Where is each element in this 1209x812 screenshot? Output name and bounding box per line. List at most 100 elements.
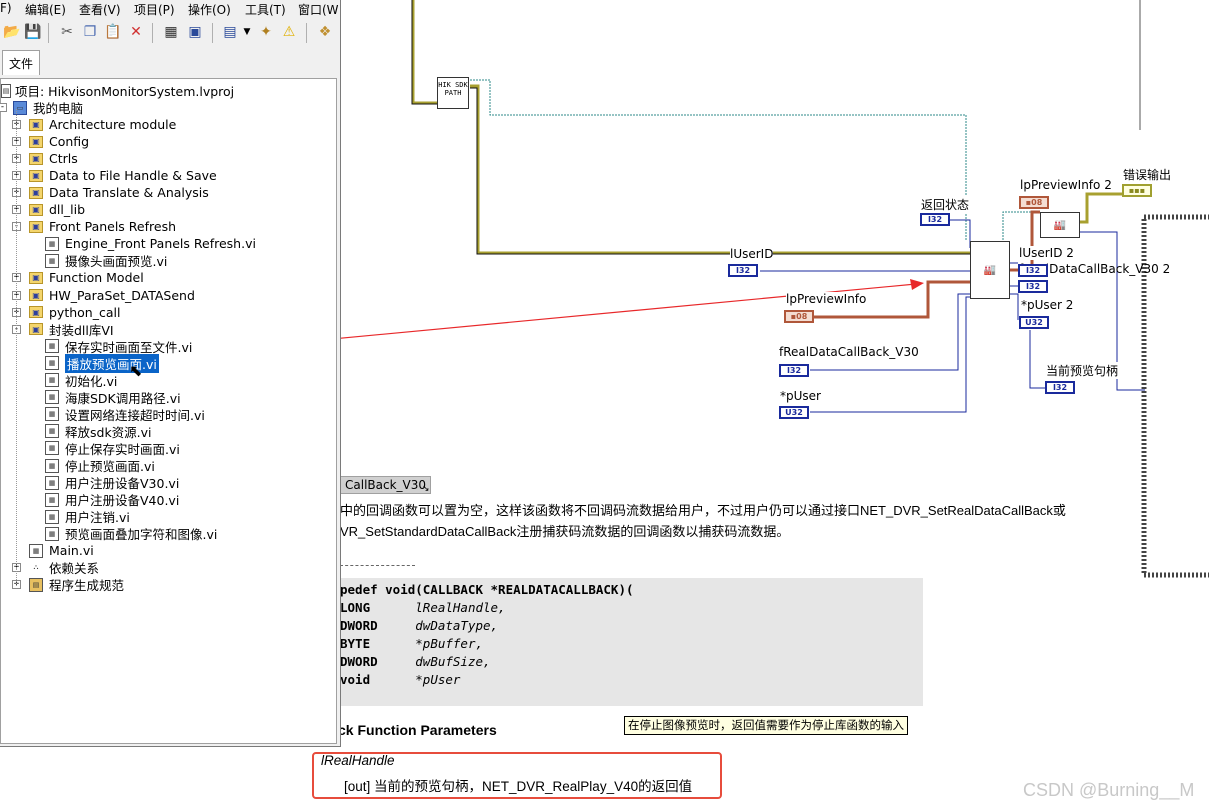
stop-preview-subvi-node[interactable]: 🏭 (1040, 212, 1080, 238)
new-vi-icon[interactable]: ▦ (164, 24, 178, 40)
return-status-indicator[interactable]: I32 (920, 213, 950, 226)
lppreviewinfo-2-indicator[interactable]: ▪08 (1019, 196, 1049, 209)
toolbar-separator (306, 23, 307, 43)
tree-vi-register-v40[interactable]: ▦用户注册设备V40.vi (45, 491, 179, 508)
vi-icon: ▦ (45, 475, 59, 490)
return-status-label: 返回状态 (921, 196, 970, 213)
tree-folder-function-model[interactable]: +▣Function Model (12, 269, 144, 286)
save-vi-icon[interactable]: ▣ (188, 24, 202, 40)
puser-2-indicator[interactable]: U32 (1019, 316, 1049, 329)
dependency-icon[interactable]: ❖ (318, 24, 332, 40)
error-out-indicator[interactable]: ▪▪▪ (1122, 184, 1152, 197)
tree-project-root[interactable]: ▤ 项目: HikvisonMonitorSystem.lvproj (1, 83, 235, 99)
delete-icon[interactable]: ✕ (130, 24, 142, 40)
tree-folder-front-panels[interactable]: -▣Front Panels Refresh (12, 218, 176, 235)
vi-icon: ▦ (45, 339, 59, 354)
tree-folder-data-translate[interactable]: +▣Data Translate & Analysis (12, 184, 209, 201)
tree-folder-dll-vi[interactable]: -▣封装dll库VI (12, 321, 114, 338)
tree-item-label: Architecture module (49, 117, 177, 132)
folder-icon: ▣ (29, 169, 43, 182)
tree-item-label: 用户注销.vi (65, 510, 130, 526)
tree-item-label: python_call (49, 304, 121, 320)
luserid-control[interactable]: I32 (728, 264, 758, 277)
section-divider (340, 565, 415, 566)
subvi-icon: 🏭 (983, 264, 997, 276)
code-line: LONG lRealHandle, (340, 600, 506, 615)
tree-dependencies[interactable]: +⛬依赖关系 (12, 559, 99, 576)
annotation-highlight-box (312, 752, 722, 799)
save-all-icon[interactable]: 💾 (24, 24, 42, 40)
tree-item-label: Function Model (49, 270, 144, 286)
chevron-down-icon[interactable]: ▼ (243, 27, 251, 37)
tree-item-label: Engine_Front Panels Refresh.vi (65, 236, 256, 252)
menu-edit[interactable]: 编辑(E) (25, 3, 66, 17)
resize-icon[interactable]: ↘ (422, 484, 430, 494)
tree-vi-overlay[interactable]: ▦预览画面叠加字符和图像.vi (45, 525, 217, 542)
menu-view[interactable]: 查看(V) (79, 3, 121, 17)
copy-icon[interactable]: ❐ (83, 24, 97, 40)
paste-icon[interactable]: 📋 (104, 24, 122, 40)
menu-project[interactable]: 项目(P) (134, 3, 175, 17)
tree-vi-camera-preview[interactable]: ▦摄像头画面预览.vi (45, 252, 167, 269)
tree-vi-sdk-path[interactable]: ▦海康SDK调用路径.vi (45, 389, 181, 406)
luserid-2-indicator[interactable]: I32 (1018, 264, 1048, 277)
tree-vi-register-v30[interactable]: ▦用户注册设备V30.vi (45, 474, 179, 491)
tree-vi-init[interactable]: ▦初始化.vi (45, 372, 117, 389)
tree-vi-logout[interactable]: ▦用户注销.vi (45, 508, 130, 525)
tree-folder-hw-paraset[interactable]: +▣HW_ParaSet_DATASend (12, 287, 195, 304)
tab-bar: 文件 (0, 48, 340, 75)
lppreviewinfo-control[interactable]: ▪08 (784, 310, 814, 323)
vi-icon: ▦ (45, 390, 59, 405)
vi-icon: ▦ (29, 543, 43, 558)
tree-vi-engine[interactable]: ▦Engine_Front Panels Refresh.vi (45, 235, 256, 252)
tree-build-specs[interactable]: +▤程序生成规范 (12, 576, 125, 594)
menu-window[interactable]: 窗口(W (298, 3, 339, 17)
menu-tools[interactable]: 工具(T) (245, 3, 286, 17)
tree-connector-line (16, 109, 17, 584)
tree-vi-release-sdk[interactable]: ▦释放sdk资源.vi (45, 423, 152, 440)
tree-folder-config[interactable]: +▣Config (12, 133, 89, 150)
param-name: lRealHandle (321, 753, 395, 768)
vi-icon: ▦ (45, 458, 59, 473)
tree-folder-ctrls[interactable]: +▣Ctrls (12, 150, 78, 167)
frealdatacallback-v30-2-indicator[interactable]: I32 (1018, 280, 1048, 293)
tree-item-label: Ctrls (49, 151, 78, 167)
collapse-icon[interactable]: - (0, 102, 7, 112)
tooltip: 在停止图像预览时，返回值需要作为停止库函数的输入 (624, 716, 908, 735)
layout-icon[interactable]: ▤ (223, 24, 237, 40)
menu-operate[interactable]: 操作(O) (188, 3, 231, 17)
tree-folder-data-file[interactable]: +▣Data to File Handle & Save (12, 167, 217, 184)
tree-vi-set-timeout[interactable]: ▦设置网络连接超时时间.vi (45, 406, 205, 423)
wizard-icon[interactable]: ✦ (260, 24, 272, 40)
folder-icon: ▣ (29, 152, 43, 165)
folder-icon: ▣ (29, 289, 43, 301)
tree-vi-save-realtime[interactable]: ▦保存实时画面至文件.vi (45, 338, 192, 355)
frealdatacallback-v30-control[interactable]: I32 (779, 364, 809, 377)
open-folder-icon[interactable]: 📂 (3, 24, 21, 40)
tree-item-label: 程序生成规范 (49, 578, 125, 594)
tree-folder-python-call[interactable]: +▣python_call (12, 304, 121, 321)
tree-vi-stop-save[interactable]: ▦停止保存实时画面.vi (45, 440, 180, 457)
tree-vi-main[interactable]: ▦Main.vi (29, 542, 94, 559)
tab-file[interactable]: 文件 (2, 50, 40, 75)
current-preview-handle-label: 当前预览句柄 (1046, 362, 1119, 379)
tree-folder-dll-lib[interactable]: +▣dll_lib (12, 201, 86, 218)
project-tree: ▤ 项目: HikvisonMonitorSystem.lvproj - ▭ 我… (0, 78, 337, 744)
cut-icon[interactable]: ✂ (61, 24, 73, 40)
tree-my-computer[interactable]: - ▭ 我的电脑 (0, 100, 84, 116)
watermark: CSDN @Burning__M (1023, 780, 1195, 800)
puser-control[interactable]: U32 (779, 406, 809, 419)
tree-vi-play-preview[interactable]: ▦播放预览画面.vi (45, 353, 159, 373)
play-preview-subvi-node[interactable]: 🏭 (970, 241, 1010, 299)
menu-file[interactable]: F) (0, 1, 12, 15)
vi-icon: ▦ (45, 253, 59, 268)
warning-icon[interactable]: ⚠ (282, 24, 296, 40)
current-preview-handle-indicator[interactable]: I32 (1045, 381, 1075, 394)
hik-sdk-path-node[interactable]: HIK SDK PATH (437, 77, 469, 109)
tree-folder-architecture[interactable]: +▣Architecture module (12, 116, 177, 133)
folder-icon: ▣ (29, 306, 43, 319)
tree-item-label: dll_lib (49, 202, 86, 218)
help-paragraph-2: VR_SetStandardDataCallBack注册捕获码流数据的回调函数以… (340, 524, 790, 539)
tree-vi-stop-preview[interactable]: ▦停止预览画面.vi (45, 457, 155, 474)
frealdatacallback-v30-label: fRealDataCallBack_V30 (779, 345, 919, 359)
